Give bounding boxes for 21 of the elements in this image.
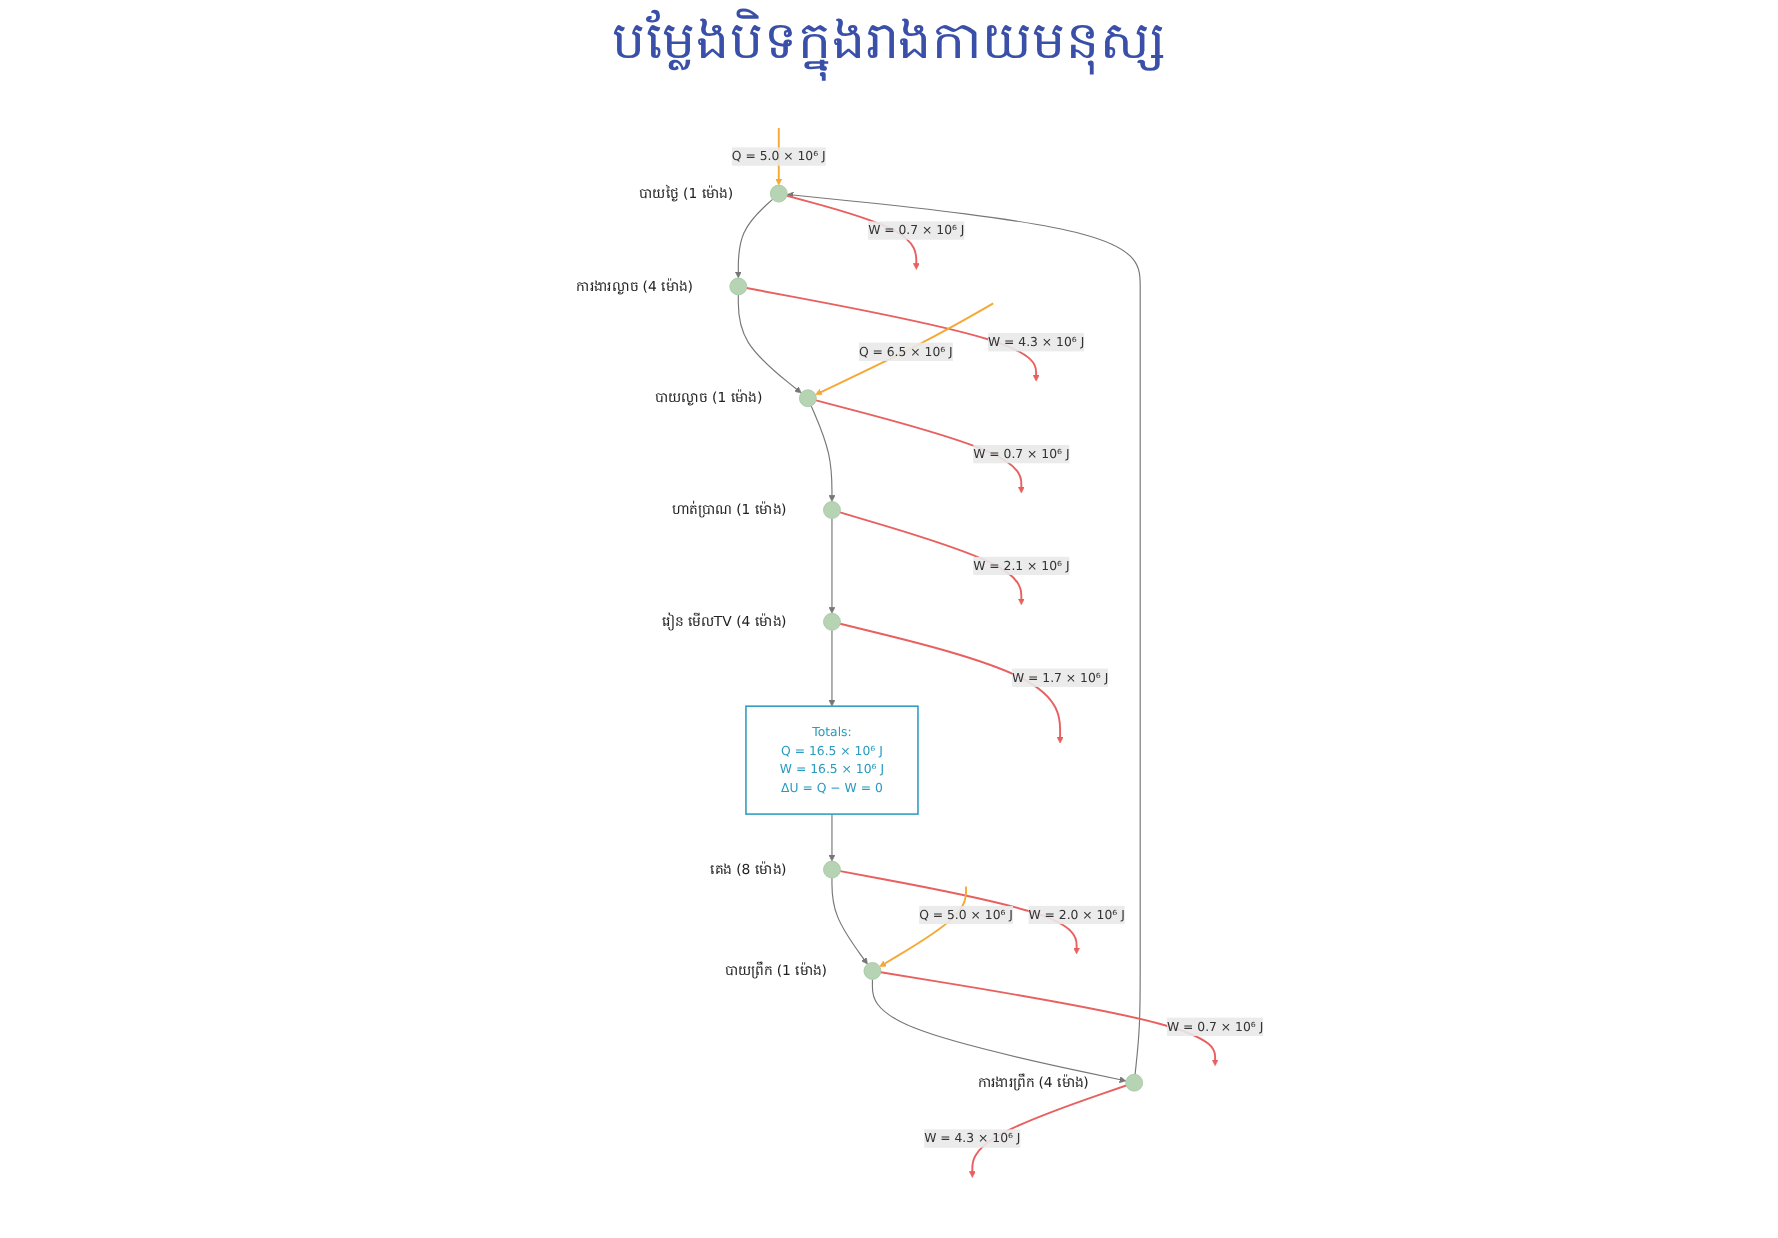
circle-node (729, 277, 748, 296)
diagram-title: បម្លែងបិទក្នុងរាងកាយមនុស្ស (0, 8, 1778, 84)
arrow (734, 198, 774, 279)
circle-node (1125, 1073, 1144, 1092)
circle-node (769, 184, 788, 203)
arrow (737, 294, 802, 394)
arrow (786, 191, 1141, 1075)
arrow (871, 978, 1127, 1083)
circle-node (823, 860, 841, 879)
circle-node (823, 612, 841, 631)
arrow (828, 517, 836, 614)
circle-node (799, 389, 817, 408)
arrow (745, 287, 1040, 382)
circle-node (863, 962, 882, 980)
arrow (810, 405, 836, 502)
arrow (831, 877, 868, 965)
arrow (828, 813, 836, 862)
arrow (879, 971, 1219, 1067)
arrow (828, 629, 836, 707)
arrow (839, 622, 1064, 744)
circle-node (823, 501, 841, 519)
